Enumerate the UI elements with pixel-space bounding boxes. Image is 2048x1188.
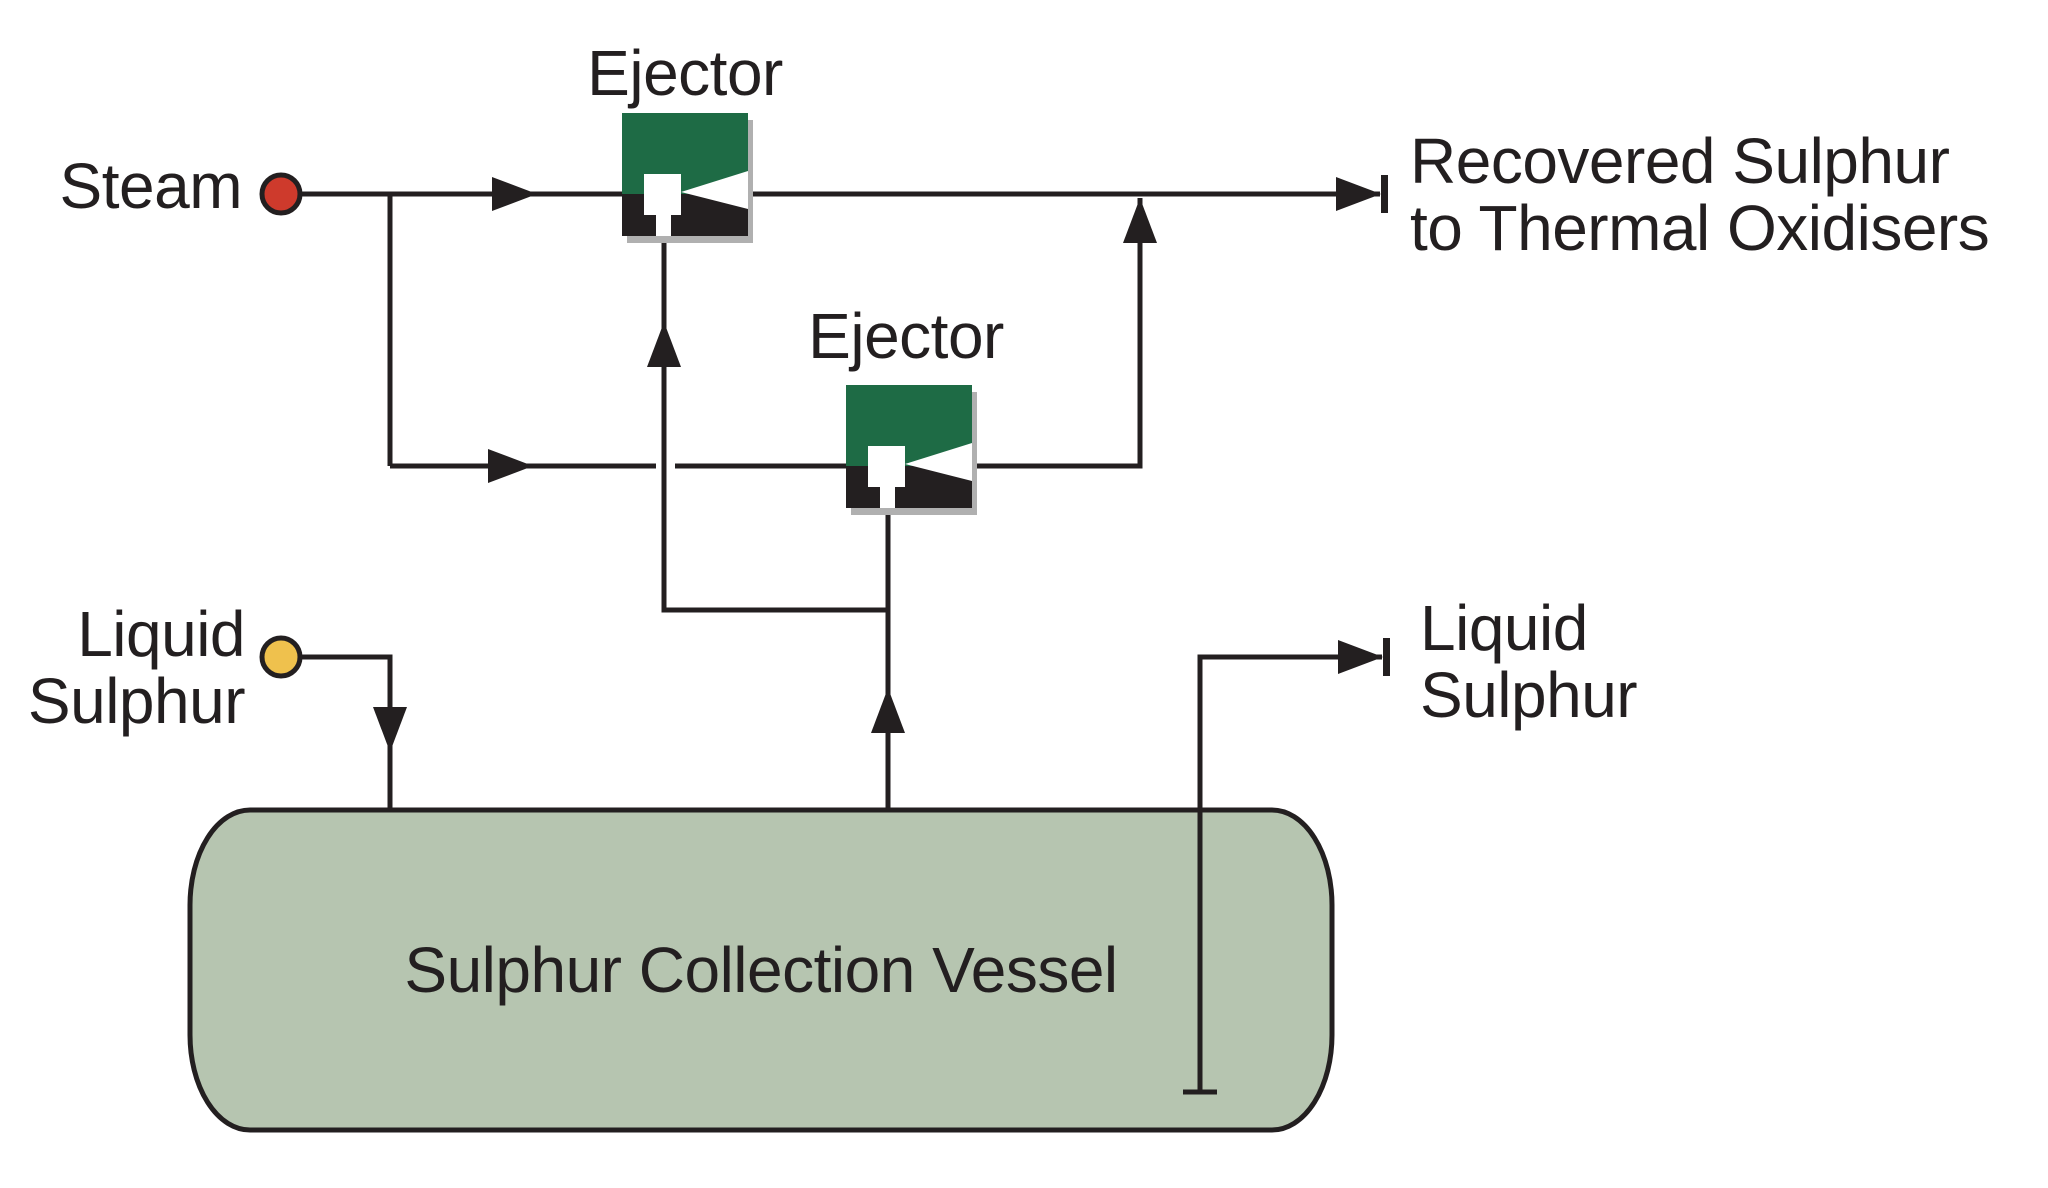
liquid-out-terminal-bar bbox=[1383, 638, 1390, 676]
recovered-arrow-icon bbox=[1336, 177, 1381, 211]
vessel-label: Sulphur Collection Vessel bbox=[404, 934, 1118, 1006]
ejector-bottom-icon bbox=[846, 385, 977, 515]
flow-arrows bbox=[373, 175, 1390, 752]
ejector-bottom-nozzle-stem bbox=[880, 487, 895, 508]
liquid-out-arrow-icon bbox=[1338, 640, 1383, 674]
vessel-vapour-up-arrow-icon bbox=[871, 688, 905, 733]
sulphur-collection-vessel bbox=[187, 807, 1335, 1133]
liquid-sulphur-out-label-line1: Liquid bbox=[1420, 592, 1588, 664]
liquid-sulphur-in-label: Liquid Sulphur bbox=[0, 598, 246, 737]
ejector-top-venturi-cone bbox=[681, 171, 748, 209]
liquid-sulphur-source-marker-icon bbox=[259, 635, 303, 679]
outlet-riser-up-arrow-icon bbox=[1123, 198, 1157, 243]
recovered-sulphur-label: Recovered Sulphur to Thermal Oxidisers bbox=[1410, 125, 1990, 264]
liquid-sulphur-feed-line bbox=[300, 654, 393, 810]
liquid-sulphur-drawoff-line bbox=[1197, 654, 1382, 1092]
ejector-bottom-outlet-line bbox=[972, 198, 1143, 469]
ejector-bottom-venturi-cone bbox=[905, 443, 972, 481]
recovered-terminal-bar bbox=[1381, 175, 1388, 213]
steam-branch-arrow-icon bbox=[488, 449, 533, 483]
steam-label: Steam bbox=[59, 150, 243, 222]
liquid-sulphur-in-label-line1: Liquid bbox=[77, 598, 245, 670]
liquid-feed-down-arrow-icon bbox=[373, 707, 407, 752]
recovered-sulphur-label-line2: to Thermal Oxidisers bbox=[1410, 192, 1990, 264]
suction-up-arrow-icon bbox=[647, 322, 681, 367]
ejector-bottom-nozzle-box bbox=[868, 446, 905, 487]
ejector-top-label: Ejector bbox=[587, 37, 783, 109]
recovered-sulphur-label-line1: Recovered Sulphur bbox=[1410, 125, 1950, 197]
liquid-sulphur-out-label-line2: Sulphur bbox=[1420, 659, 1638, 731]
steam-source-marker-icon bbox=[259, 172, 303, 216]
ejector-top-nozzle-box bbox=[644, 174, 681, 215]
ejector-top-nozzle-stem bbox=[656, 215, 671, 236]
ejector-top-icon bbox=[622, 113, 753, 243]
liquid-sulphur-in-label-line2: Sulphur bbox=[27, 665, 246, 737]
liquid-sulphur-out-label: Liquid Sulphur bbox=[1420, 592, 1638, 731]
steam-arrow-icon bbox=[492, 177, 537, 211]
ejector-bottom-label: Ejector bbox=[808, 300, 1004, 372]
